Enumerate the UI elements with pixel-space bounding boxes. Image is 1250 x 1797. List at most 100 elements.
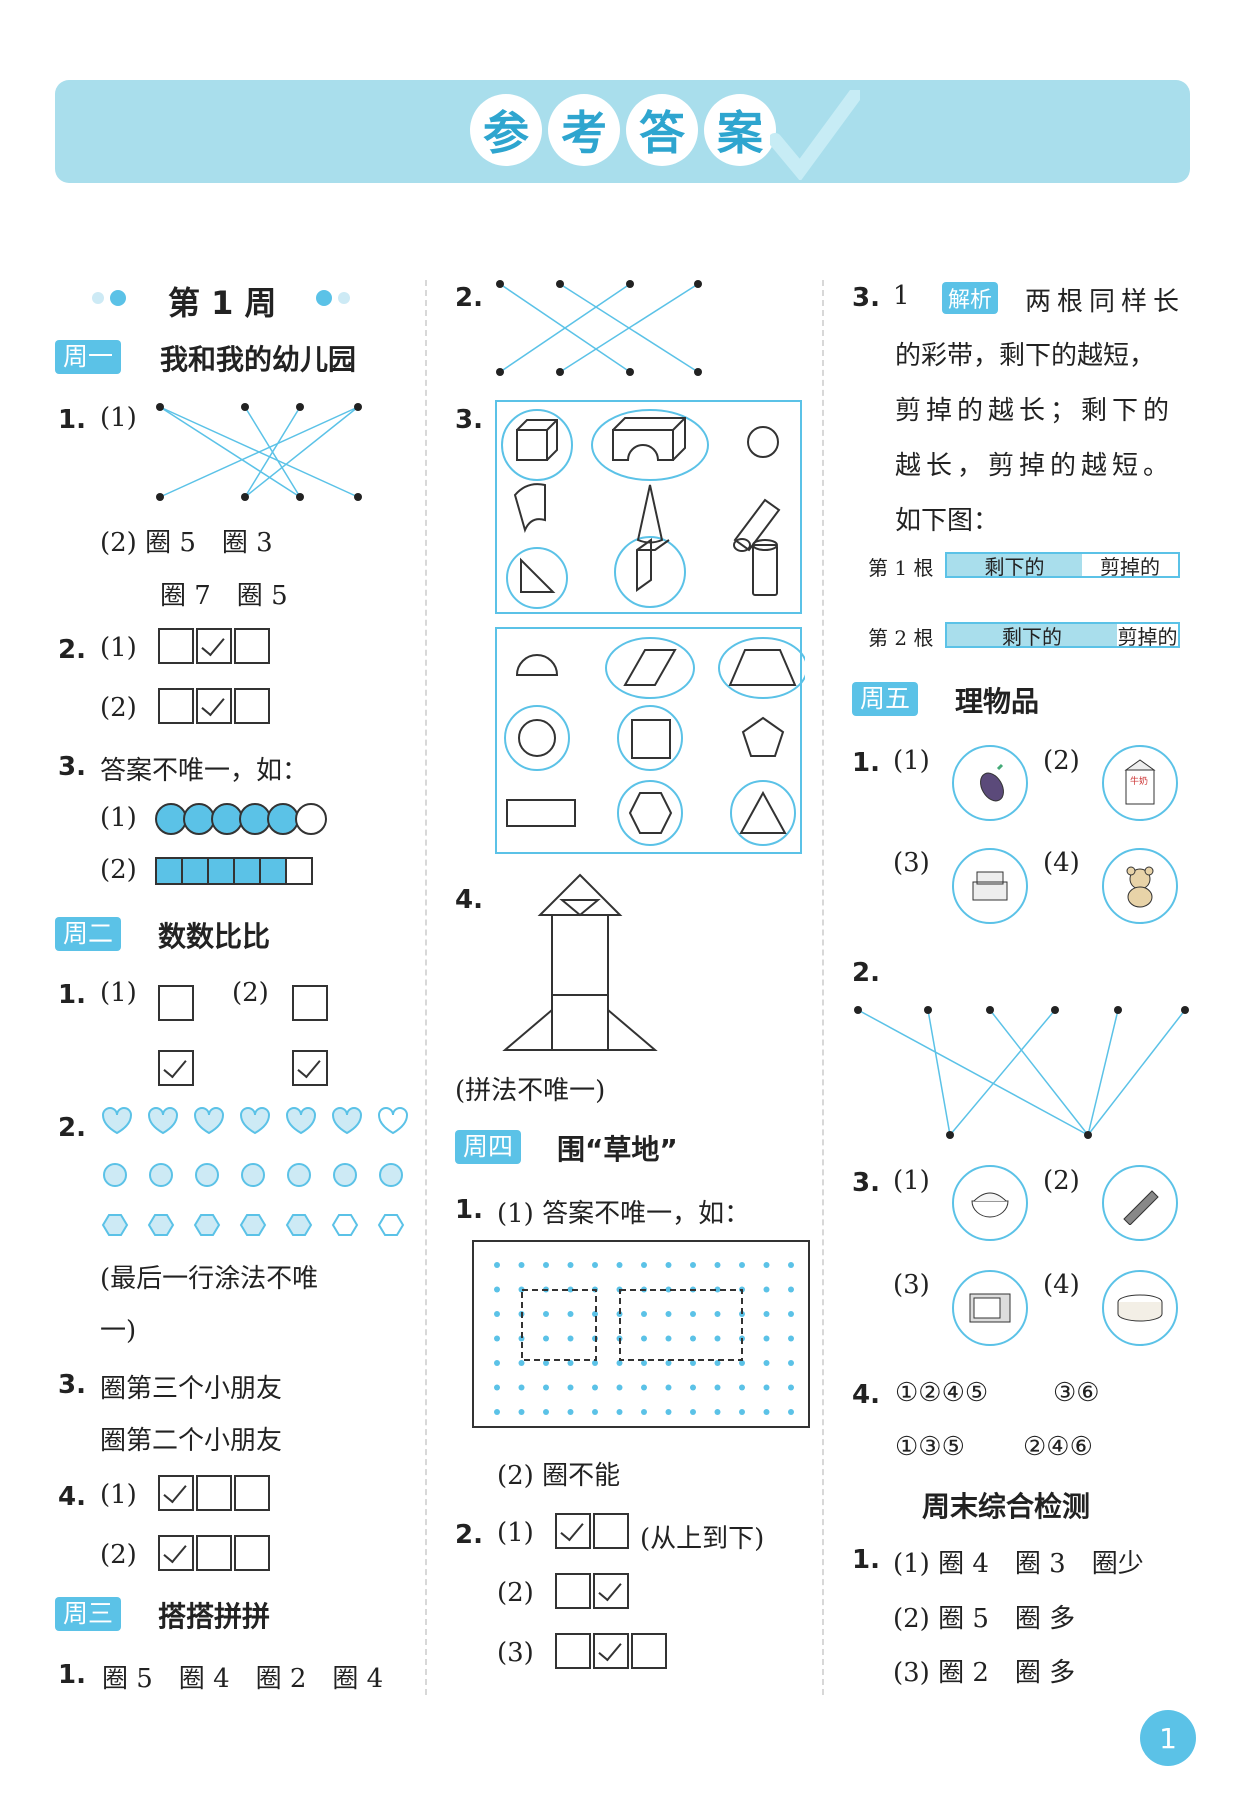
question-number: 1. (58, 980, 86, 1010)
matching-lines (156, 403, 362, 501)
grid-dot (518, 1384, 525, 1391)
answer-text: (1) 圈 4 圈 3 圈少 (893, 1549, 1144, 1579)
answer-text: 圈 5 圈 4 圈 2 圈 4 (102, 1664, 384, 1694)
weekend-title: 周末综合检测 (922, 1490, 1091, 1523)
section-title-wednesday: 搭搭拼拼 (158, 1600, 271, 1633)
week-title: 第 1 周 (168, 284, 277, 322)
grid-dot (788, 1335, 794, 1342)
grid-dot (494, 1384, 500, 1391)
answer-text: ③⑥ (1053, 1378, 1100, 1408)
grid-dot (641, 1335, 647, 1342)
grid-dot (763, 1262, 770, 1268)
question-number: 2. (455, 283, 483, 313)
grid-dot (567, 1262, 574, 1268)
checkbox-row (158, 628, 272, 664)
grid-dot (494, 1360, 500, 1366)
milk-carton-icon: 牛奶 (1102, 745, 1178, 821)
answer-text: (3) 圈 2 圈 多 (893, 1658, 1076, 1688)
rocket-figure (502, 873, 658, 1051)
grid-dot (641, 1409, 647, 1415)
grid-dot (494, 1262, 500, 1268)
grid-dot (543, 1409, 549, 1415)
grid-dot (518, 1360, 525, 1366)
question-number: 4. (852, 1380, 880, 1410)
rice-bowl-icon (952, 1165, 1028, 1241)
solid-shapes-figure (495, 400, 805, 854)
checkbox-row (555, 1513, 631, 1549)
section-title-tuesday: 数数比比 (158, 920, 271, 953)
grid-dot (739, 1360, 745, 1366)
eggplant-icon (952, 745, 1028, 821)
ribbon-bar-1: 剩下的 剪掉的 (945, 552, 1180, 579)
answer-text: 圈第三个小朋友 (100, 1374, 283, 1404)
question-number: 3. (58, 1370, 86, 1400)
answer-text: (2) 圈 5 圈 3 (100, 528, 273, 558)
grid-dot (665, 1384, 672, 1391)
answer-text: 圈第二个小朋友 (100, 1426, 283, 1456)
grid-dot (714, 1335, 721, 1342)
grid-dot (763, 1286, 770, 1293)
grid-dot (763, 1360, 770, 1366)
grid-dot (714, 1311, 721, 1317)
bar-cut: 剪掉的 (1117, 624, 1178, 649)
grid-dot (641, 1262, 647, 1268)
bar-remaining: 剩下的 (947, 624, 1117, 649)
analysis-badge: 解析 (942, 282, 999, 314)
square-row (155, 857, 313, 885)
grid-dot (714, 1262, 721, 1268)
answer-text: 1 (893, 281, 910, 311)
section-tag-tuesday: 周二 (55, 917, 122, 951)
grid-dot (543, 1262, 549, 1268)
grid-dot (763, 1335, 770, 1342)
cake-icon (1102, 1270, 1178, 1346)
answer-text: ②④⑥ (1023, 1432, 1093, 1462)
sub-label: (1) (100, 1480, 137, 1510)
grid-dot (641, 1384, 647, 1391)
answer-text: (2) 圈 5 圈 多 (893, 1604, 1076, 1634)
grid-dot (592, 1360, 598, 1366)
sub-label: (1) (100, 978, 137, 1008)
grid-dot (543, 1335, 549, 1342)
analysis-text: 越长，剪掉的越短。 (895, 451, 1175, 481)
grid-dot (543, 1360, 549, 1366)
milk-label: 牛奶 (1130, 775, 1148, 787)
sub-label: (4) (1043, 1270, 1080, 1300)
question-number: 1. (58, 405, 86, 435)
section-tag-monday: 周一 (55, 340, 122, 374)
banner-char: 考 (548, 94, 620, 166)
sub-label: (1) (893, 746, 930, 776)
grid-dot (690, 1360, 696, 1366)
grid-dot (690, 1311, 696, 1317)
grid-dot (788, 1262, 794, 1268)
grid-dot (543, 1311, 549, 1317)
grid-dot (616, 1360, 623, 1366)
sub-label: (3) (893, 1270, 930, 1300)
bar-cut: 剪掉的 (1100, 554, 1160, 579)
section-title-friday: 理物品 (955, 685, 1040, 718)
answer-text: (1) 答案不唯一，如： (497, 1199, 751, 1229)
bar-remaining: 剩下的 (947, 554, 1082, 579)
sub-label: (2) (1043, 746, 1080, 776)
page-number: 1 (1140, 1710, 1196, 1766)
answer-text: ①③⑤ (895, 1432, 965, 1462)
comb-icon (1102, 1165, 1178, 1241)
grid-dot (592, 1384, 598, 1391)
checkbox-row (555, 1573, 631, 1609)
sub-label: (1) (497, 1518, 534, 1548)
question-number: 3. (852, 283, 880, 313)
answer-note: (最后一行涂法不唯 (100, 1264, 319, 1294)
sub-label: (1) (100, 403, 137, 433)
grid-dot (739, 1409, 745, 1415)
analysis-text: 的彩带，剩下的越短， (895, 341, 1156, 371)
question-number: 1. (852, 748, 880, 778)
grid-dot (494, 1409, 500, 1415)
grid-dot (788, 1384, 794, 1391)
sub-label: (3) (497, 1638, 534, 1668)
grid-dot (714, 1409, 721, 1415)
grid-dot (739, 1384, 745, 1391)
analysis-text: 两根同样长 (1025, 287, 1186, 317)
grid-dot (714, 1384, 721, 1391)
checkbox-row (158, 1475, 272, 1511)
grid-dot (494, 1311, 500, 1317)
grid-dot (494, 1286, 500, 1293)
